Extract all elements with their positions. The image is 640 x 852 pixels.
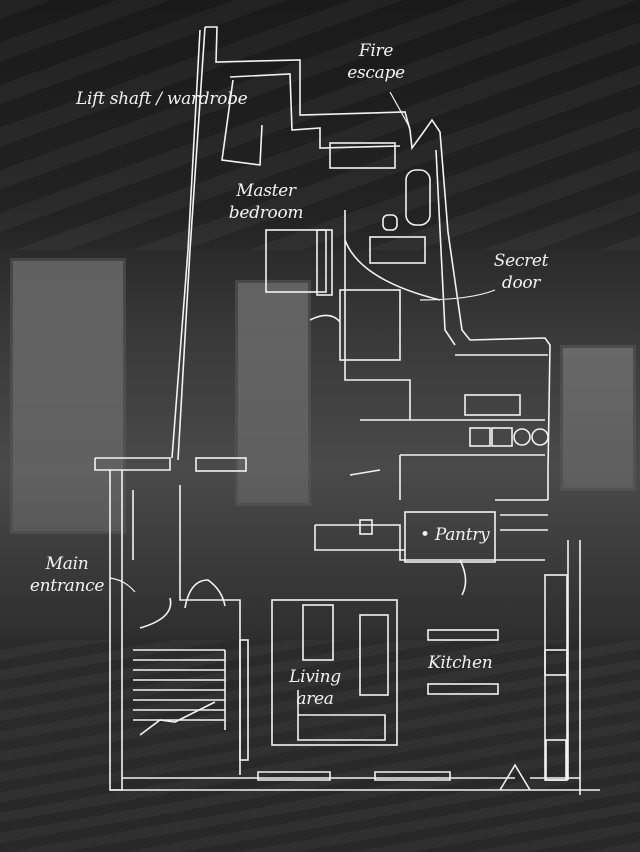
label-line: Master (236, 181, 296, 201)
label-master-bedroom: Master bedroom (226, 180, 306, 224)
vanity (369, 236, 426, 264)
background-window (10, 258, 126, 534)
label-line: area (296, 689, 334, 709)
stair-break (139, 701, 216, 736)
toilet (359, 519, 373, 535)
door-swing (309, 314, 341, 323)
leader-line (109, 577, 136, 593)
toilet (382, 214, 398, 231)
door-swing (344, 239, 441, 301)
leader-line (389, 91, 411, 129)
label-line: Main (45, 554, 89, 574)
bed (265, 229, 327, 293)
pantry-outline (404, 511, 496, 563)
kitchen-island (427, 683, 499, 695)
rug (271, 599, 398, 746)
wall (229, 73, 401, 149)
bathtub (405, 169, 431, 226)
door-swing (459, 559, 467, 596)
wall-segment (239, 639, 249, 761)
label-secret-door: Secret door (488, 250, 554, 294)
sofa (297, 690, 386, 741)
label-lift-shaft: Lift shaft / wardrobe (76, 89, 248, 109)
storage (491, 427, 513, 447)
label-line: bedroom (228, 203, 304, 223)
label-living-area: Living area (280, 666, 350, 710)
label-pantry: • Pantry (420, 524, 490, 546)
label-line: Fire (358, 41, 394, 61)
wall (221, 79, 263, 166)
wall (314, 524, 545, 561)
label-line: Living (289, 667, 341, 687)
wall (132, 485, 241, 775)
background-window (235, 280, 311, 506)
bathtub (464, 394, 521, 416)
radiator (195, 457, 247, 472)
label-line: Secret (493, 251, 549, 271)
bay-window (499, 763, 531, 791)
wall (567, 540, 581, 795)
wall (360, 419, 545, 500)
wall (177, 26, 206, 461)
door-swing (184, 579, 226, 609)
kitchen-counter (544, 574, 568, 781)
sink (531, 428, 549, 446)
label-line: entrance (29, 576, 105, 596)
hob (544, 649, 568, 676)
oven (545, 739, 567, 781)
background-window (560, 345, 636, 491)
bathtub (329, 142, 396, 169)
label-line: escape (347, 63, 405, 83)
door-swing (349, 469, 381, 476)
wall (435, 149, 456, 346)
sofa (302, 604, 334, 661)
label-main-entrance: Main entrance (22, 553, 112, 597)
wall (495, 499, 548, 531)
radiator (257, 771, 451, 781)
label-line: door (501, 273, 541, 293)
wall (344, 210, 411, 420)
storage (469, 427, 491, 447)
label-line: Pantry (434, 525, 490, 545)
bed (339, 289, 401, 361)
wall (205, 26, 551, 500)
wall (94, 458, 110, 471)
wardrobe (316, 229, 333, 296)
floor-texture (0, 640, 640, 852)
kitchen-island (427, 629, 499, 641)
sink (513, 428, 531, 446)
ceiling-texture (0, 0, 640, 250)
label-kitchen: Kitchen (428, 653, 493, 673)
wall (171, 29, 201, 459)
stairs (133, 649, 226, 730)
leader-line (419, 289, 496, 301)
label-fire-escape: Fire escape (345, 40, 407, 84)
pantry-dot: • (420, 525, 435, 545)
door-swing (139, 597, 172, 629)
sofa (359, 614, 389, 696)
